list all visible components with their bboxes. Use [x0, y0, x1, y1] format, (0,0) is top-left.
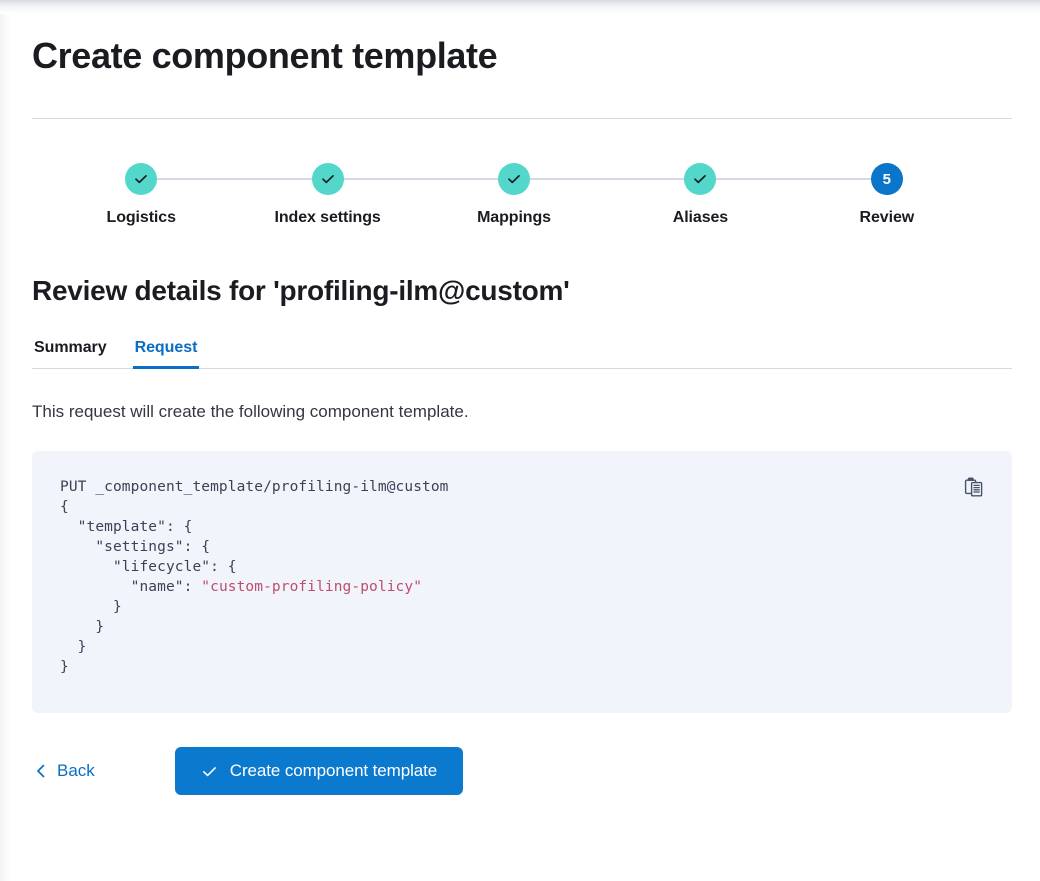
step-label: Aliases: [672, 209, 729, 226]
step-label: Review: [859, 209, 915, 226]
check-icon: [692, 171, 708, 187]
step-connector: [327, 178, 515, 180]
step-label: Index settings: [274, 209, 381, 226]
create-component-template-button-label: Create component template: [229, 761, 438, 780]
step-number: 5: [882, 170, 891, 188]
tab-request[interactable]: Request: [132, 337, 200, 369]
back-button-label: Back: [57, 761, 95, 780]
step-aliases[interactable]: Aliases: [607, 163, 887, 227]
check-icon: [133, 171, 149, 187]
title-divider: [32, 118, 1012, 119]
step-connector: [700, 178, 887, 180]
wizard-actions: Back Create component template: [32, 713, 1008, 835]
check-icon: [320, 171, 336, 187]
copy-clipboard-icon[interactable]: [960, 473, 988, 501]
step-logistics[interactable]: Logistics: [48, 163, 328, 227]
step-status-circle: 5: [870, 163, 903, 195]
create-component-template-page: Create component template Logistics Inde…: [32, 35, 1012, 835]
code-string-value: "custom-profiling-policy": [201, 579, 423, 595]
tab-summary[interactable]: Summary: [32, 337, 109, 369]
check-icon: [201, 763, 218, 780]
step-status-circle: [311, 163, 344, 195]
step-mappings[interactable]: Mappings: [421, 163, 701, 227]
step-status-circle: [125, 163, 158, 195]
request-code-panel: PUT _component_template/profiling-ilm@cu…: [32, 451, 1012, 713]
step-status-circle: [684, 163, 717, 195]
step-label: Mappings: [477, 209, 551, 226]
step-index-settings[interactable]: Index settings: [234, 163, 515, 227]
back-button[interactable]: Back: [32, 757, 97, 785]
page-title: Create component template: [32, 35, 498, 76]
code-head: PUT _component_template/profiling-ilm@cu…: [60, 479, 449, 595]
check-icon: [506, 171, 522, 187]
request-code-block: PUT _component_template/profiling-ilm@cu…: [60, 477, 984, 677]
step-label: Logistics: [106, 209, 176, 226]
chevron-left-icon: [34, 763, 48, 779]
create-component-template-button[interactable]: Create component template: [174, 747, 464, 795]
step-status-circle: [498, 163, 531, 195]
review-heading: Review details for 'profiling-ilm@custom…: [32, 275, 570, 306]
wizard-stepper: Logistics Index settings Mappings: [32, 163, 1008, 227]
step-review[interactable]: 5 Review: [794, 163, 980, 227]
step-connector: [141, 178, 328, 180]
review-tabs: Summary Request: [32, 337, 1012, 369]
request-description: This request will create the following c…: [32, 402, 469, 421]
step-connector: [514, 178, 701, 180]
code-tail: } } } }: [60, 599, 122, 675]
